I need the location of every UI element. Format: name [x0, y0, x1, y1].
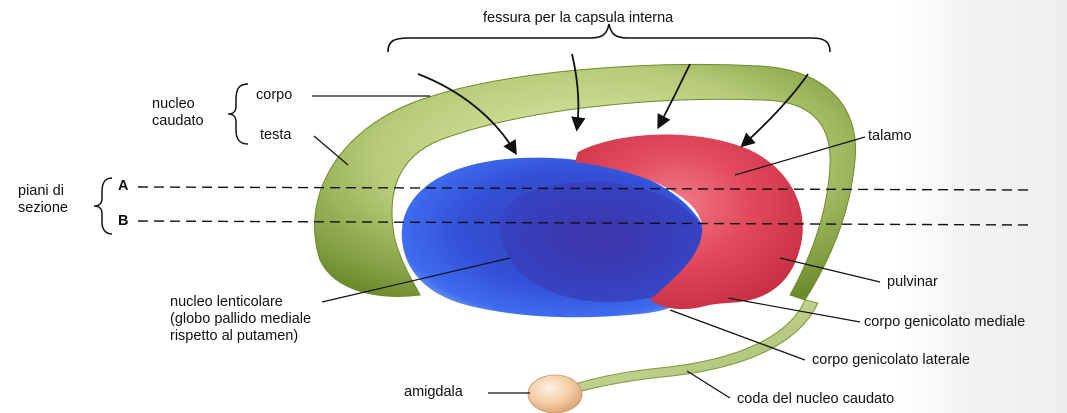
- caudato-brace: [228, 84, 248, 144]
- label-plane-b: B: [118, 213, 128, 230]
- leader-pulvinar: [780, 258, 880, 282]
- amygdala: [528, 375, 582, 413]
- piani-brace: [94, 178, 112, 234]
- label-testa: testa: [260, 127, 291, 144]
- leader-coda: [687, 371, 730, 398]
- label-corpo: corpo: [256, 87, 292, 104]
- label-plane-a: A: [118, 178, 128, 195]
- label-amigdala: amigdala: [404, 384, 463, 401]
- label-talamo: talamo: [868, 128, 912, 145]
- label-fessura: fessura per la capsula interna: [483, 10, 673, 27]
- label-nucleo-caudato: nucleo caudato: [152, 96, 204, 130]
- label-coda-nucleo-caudato: coda del nucleo caudato: [737, 391, 894, 408]
- label-corpo-genicolato-mediale: corpo genicolato mediale: [864, 314, 1025, 331]
- fessura-brace: [388, 24, 830, 52]
- label-nucleo-lenticolare: nucleo lenticolare (globo pallido medial…: [170, 294, 311, 345]
- label-piani-di-sezione: piani di sezione: [18, 183, 68, 217]
- label-pulvinar: pulvinar: [887, 274, 938, 291]
- label-corpo-genicolato-laterale: corpo genicolato laterale: [812, 352, 970, 369]
